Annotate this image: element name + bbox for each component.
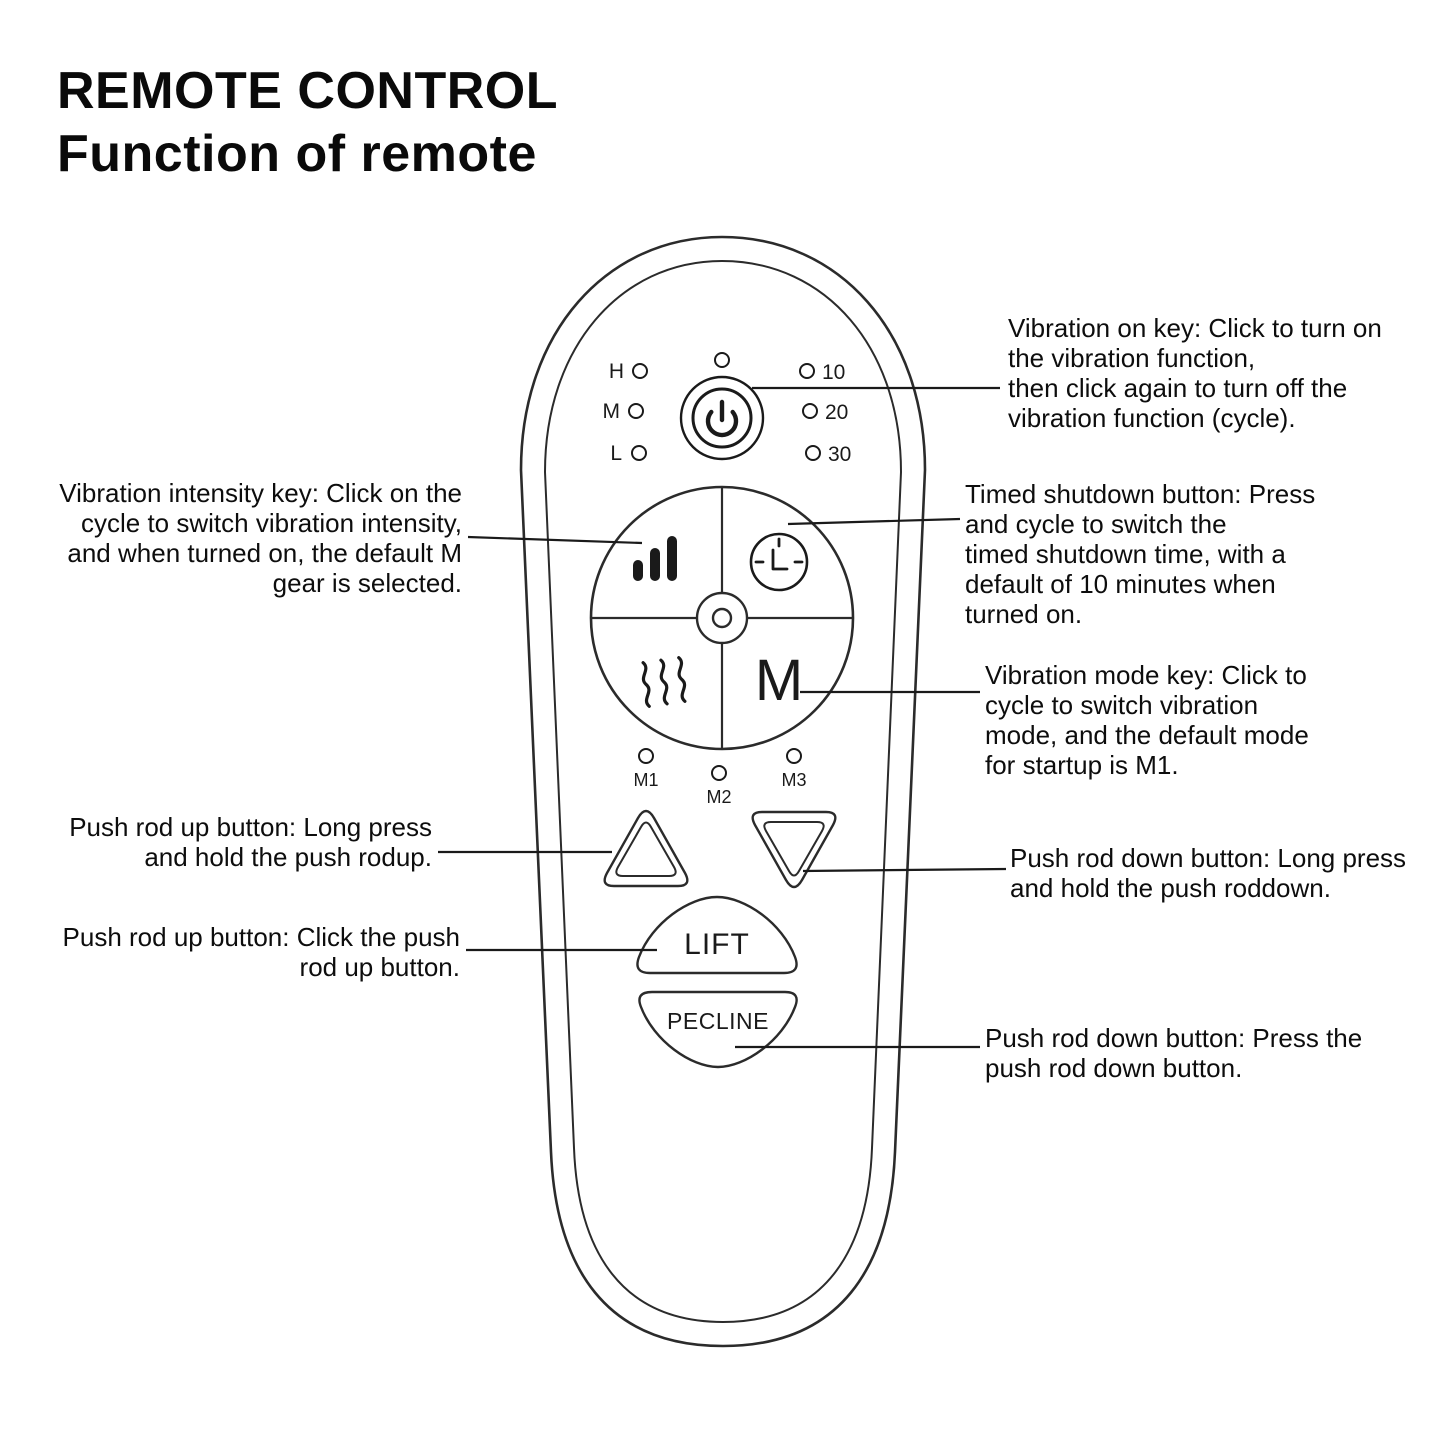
rod-down-outline	[751, 810, 837, 889]
remote-outline-inner	[543, 259, 903, 1324]
led-label-m3: M3	[781, 770, 806, 790]
led-10-icon	[799, 363, 815, 379]
led-20-icon	[802, 403, 818, 419]
rod-up-inner	[615, 821, 677, 877]
led-label-l: L	[610, 442, 622, 465]
annotation-vibration-on: Vibration on key: Click to turn on the v…	[1008, 313, 1382, 433]
timer-icon	[749, 532, 809, 592]
dial-hub-outer	[695, 591, 749, 645]
mode-leds: M1 M2 M3	[633, 748, 807, 807]
callout-lines	[438, 386, 1007, 1049]
mode-letter: M	[755, 648, 803, 713]
title-line2: Function of remote	[57, 125, 537, 184]
annotation-push-down-press: Push rod down button: Press the push rod…	[985, 1023, 1363, 1083]
led-m2-icon	[711, 765, 727, 781]
pecline-button-outline	[638, 990, 798, 1069]
lift-button-outline	[636, 895, 798, 975]
heat-icon	[641, 656, 687, 708]
lift-button-label: LIFT	[684, 928, 750, 961]
led-label-h: H	[609, 360, 624, 383]
power-button	[679, 352, 765, 461]
callout-push-down-long	[802, 867, 1007, 873]
lift-button: LIFT	[636, 895, 798, 975]
pecline-button: PECLINE	[638, 990, 798, 1069]
callout-timed-shutdown	[787, 517, 961, 526]
led-m-icon	[628, 403, 644, 419]
control-dial: M	[589, 485, 855, 751]
led-h-icon	[632, 363, 648, 379]
led-label-10: 10	[822, 361, 845, 384]
power-ring-outer	[679, 375, 765, 461]
title-line1: REMOTE CONTROL	[57, 62, 558, 120]
rod-up-outline	[603, 809, 689, 888]
timer-leds: 10 20 30	[799, 361, 851, 466]
led-m1-icon	[638, 748, 654, 764]
power-ring-inner	[691, 387, 753, 449]
callout-vibration-intensity	[467, 535, 643, 545]
dial-hub-dot	[711, 607, 733, 629]
led-label-20: 20	[825, 401, 848, 424]
page-title: REMOTE CONTROL Function of remote	[57, 60, 558, 187]
annotation-push-up-click: Push rod up button: Click the push rod u…	[62, 922, 460, 982]
led-label-m: M	[603, 400, 621, 423]
annotation-push-down-long: Push rod down button: Long press and hol…	[1010, 843, 1407, 903]
annotation-timed-shutdown: Timed shutdown button: Press and cycle t…	[965, 479, 1316, 629]
led-l-icon	[631, 445, 647, 461]
led-m3-icon	[786, 748, 802, 764]
rod-down-button	[751, 810, 837, 889]
annotation-push-up-long: Push rod up button: Long press and hold …	[69, 812, 432, 872]
rod-down-inner	[763, 821, 825, 877]
pecline-button-label: PECLINE	[667, 1008, 769, 1034]
vibration-intensity-icon	[633, 536, 677, 581]
annotation-vibration-mode: Vibration mode key: Click to cycle to sw…	[985, 660, 1309, 780]
led-label-m2: M2	[706, 787, 731, 807]
intensity-leds: H M L	[603, 360, 648, 465]
remote-body	[519, 235, 927, 1348]
annotation-vibration-intensity: Vibration intensity key: Click on the cy…	[59, 478, 462, 598]
rod-up-button	[603, 809, 689, 888]
power-led-icon	[714, 352, 730, 368]
led-label-m1: M1	[633, 770, 658, 790]
led-label-30: 30	[828, 443, 851, 466]
remote-outline-outer	[519, 235, 927, 1348]
led-30-icon	[805, 445, 821, 461]
power-icon	[705, 399, 739, 438]
